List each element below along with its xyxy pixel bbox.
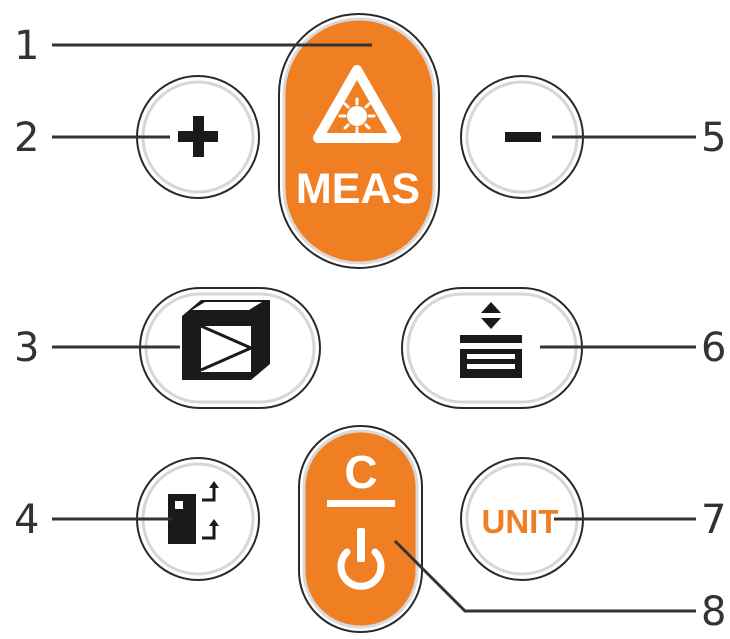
reference-point-icon [168, 481, 219, 544]
minus-button[interactable] [460, 75, 584, 199]
callout-8: 8 [701, 589, 726, 635]
callout-7: 7 [701, 497, 726, 543]
plus-button[interactable] [136, 75, 260, 199]
callout-3: 3 [14, 325, 39, 371]
meas-button[interactable]: MEAS [278, 13, 440, 269]
callout-2: 2 [14, 115, 39, 161]
memory-stack-icon [460, 302, 522, 378]
callout-6: 6 [701, 325, 726, 371]
reference-button[interactable] [136, 457, 260, 581]
volume-measure-icon [182, 300, 270, 380]
plus-icon [178, 116, 218, 157]
leader-line-8 [393, 539, 696, 613]
power-icon [337, 528, 385, 590]
laser-warning-icon [313, 65, 401, 143]
clear-label: C [344, 446, 377, 498]
callout-5: 5 [701, 115, 726, 161]
clear-power-button[interactable]: C [298, 425, 423, 633]
divider-bar [327, 500, 395, 507]
callout-1: 1 [14, 23, 39, 69]
minus-icon [505, 132, 541, 142]
callout-4: 4 [14, 497, 39, 543]
meas-label: MEAS [296, 165, 420, 213]
unit-button[interactable]: UNIT [460, 457, 584, 581]
leader-lines [52, 43, 696, 613]
unit-label: UNIT [482, 503, 559, 540]
area-volume-button[interactable] [139, 287, 321, 409]
